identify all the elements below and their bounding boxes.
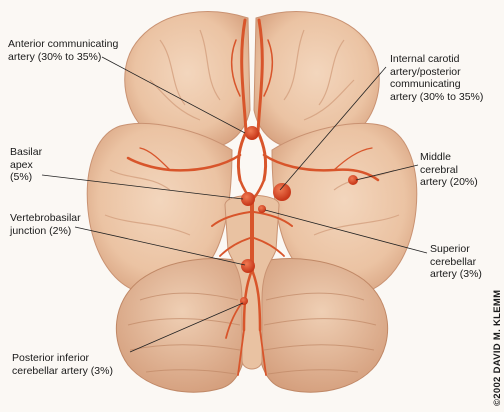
left-temporal-lobe [86,123,233,295]
aneurysms [240,126,358,305]
copyright-credit: ©2002 DAVID M. KLEMM [492,289,503,406]
label-basilar-apex: Basilar apex (5%) [10,146,43,183]
right-frontal-lobe [253,11,380,149]
aneurysm-anterior-communicating [245,126,259,140]
label-anterior-communicating-artery: Anterior communicating artery (30% to 35… [8,38,119,63]
label-middle-cerebral-artery: Middle cerebral artery (20%) [420,151,478,188]
aneurysm-middle-cerebral [348,175,358,185]
brainstem [224,194,280,370]
label-superior-cerebellar-artery: Superior cerebellar artery (3%) [430,243,482,280]
left-cerebellum [115,258,249,393]
leader-internal-carotid [279,66,387,191]
right-temporal-lobe [271,123,418,295]
left-frontal-lobe [124,11,251,149]
gyri-lines [104,29,400,236]
leader-basilar-apex [41,174,244,200]
right-cerebellum [255,258,389,393]
label-posterior-inferior-cerebellar-artery: Posterior inferior cerebellar artery (3%… [12,352,113,377]
label-internal-carotid-artery: Internal carotid artery/posterior commun… [390,53,484,103]
aneurysm-basilar-apex [241,192,255,206]
leader-posterior-inferior [129,302,244,353]
aneurysm-internal-carotid [273,183,291,201]
cerebellar-folia [127,292,377,375]
leader-anterior-communicating [101,56,246,134]
aneurysm-superior-cerebellar [258,205,266,213]
label-vertebrobasilar-junction: Vertebrobasilar junction (2%) [10,212,81,237]
leader-lines [41,56,428,353]
leader-middle-cerebral [355,164,419,181]
leader-superior-cerebellar [264,209,428,254]
leader-vertebrobasilar [74,226,246,266]
aneurysm-vertebrobasilar [241,259,255,273]
